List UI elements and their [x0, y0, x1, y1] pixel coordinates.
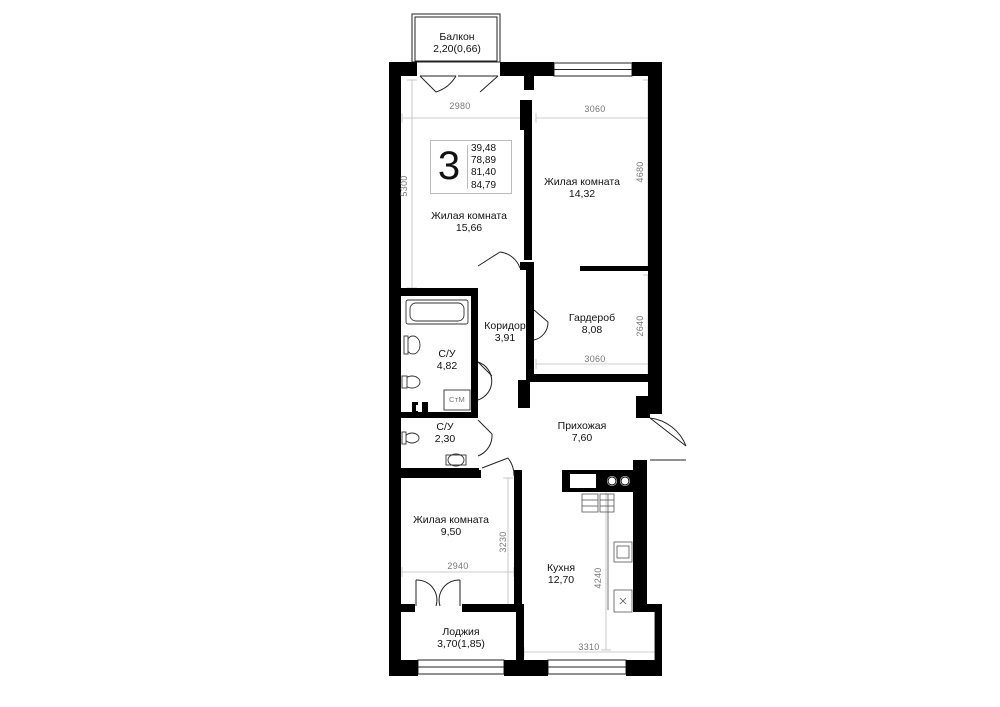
room-area: 7,60 [571, 432, 593, 444]
dimension-wardrobe-height: 2640 [635, 315, 645, 337]
room-corridor: Коридор 3,91 [484, 320, 525, 344]
room-name: С/У [436, 421, 454, 433]
room-wardrobe: Гардероб 8,08 [569, 312, 615, 336]
room-hallway: Прихожая 7,60 [558, 420, 607, 444]
room-bathroom-2: С/У 2,30 [435, 421, 455, 445]
badge-divider [467, 145, 468, 189]
room-area: 14,32 [568, 188, 596, 200]
room-loggia: Лоджия 3,70(1,85) [437, 626, 485, 650]
hob [607, 476, 630, 486]
room-area: 9,50 [440, 526, 462, 538]
dimension-living1-width: 2980 [449, 101, 471, 111]
dimension-living3-width: 2940 [447, 561, 469, 571]
room-living-2: Жилая комната 14,32 [544, 176, 620, 200]
room-living-3: Жилая комната 9,50 [413, 514, 489, 538]
room-name: Прихожая [557, 420, 607, 432]
dimension-living2-height: 4680 [635, 161, 645, 183]
room-count: 3 [437, 144, 461, 188]
dimension-kitchen-height: 4240 [593, 567, 603, 589]
room-area: 12,70 [547, 574, 575, 586]
area-value: 84,79 [471, 179, 497, 191]
room-area: 3,70(1,85) [437, 638, 485, 650]
room-name: Балкон [439, 31, 475, 43]
room-area: 8,08 [581, 324, 603, 336]
doors [415, 75, 687, 607]
dimension-kitchen-width: 3310 [578, 642, 600, 652]
dimension-living3-height: 3230 [498, 531, 508, 553]
room-name: Лоджия [442, 626, 480, 638]
room-name: С/У [438, 348, 456, 360]
room-name: Коридор [484, 320, 526, 332]
kitchen-fixtures [581, 493, 633, 613]
room-name: Кухня [546, 562, 576, 574]
fixtures [401, 299, 471, 467]
room-name: Жилая комната [544, 176, 620, 188]
area-value: 78,89 [471, 155, 497, 167]
room-area: 4,82 [436, 360, 458, 372]
room-name: Гардероб [568, 312, 616, 324]
room-balcony: Балкон 2,20(0,66) [433, 31, 481, 55]
washer-label: СтМ [449, 395, 465, 404]
dimension-wardrobe-width: 3060 [584, 354, 606, 364]
room-name: Жилая комната [413, 514, 489, 526]
room-living-1: Жилая комната 15,66 [431, 210, 507, 234]
area-value: 81,40 [471, 167, 497, 179]
room-area: 15,66 [455, 222, 483, 234]
dimension-living2-width: 3060 [584, 104, 606, 114]
room-area: 3,91 [494, 332, 516, 344]
walls [389, 62, 662, 676]
room-kitchen: Кухня 12,70 [547, 562, 575, 586]
area-value: 39,48 [471, 143, 497, 154]
area-list: 39,48 78,89 81,40 84,79 [471, 143, 496, 192]
room-area: 2,20(0,66) [433, 43, 481, 55]
room-bathroom-1: С/У 4,82 [437, 348, 457, 372]
room-name: Жилая комната [431, 210, 507, 222]
apartment-badge: 3 39,48 78,89 81,40 84,79 [430, 140, 512, 194]
wall-details [416, 405, 630, 488]
room-area: 2,30 [434, 433, 456, 445]
dimension-living1-height: 5300 [399, 175, 409, 197]
